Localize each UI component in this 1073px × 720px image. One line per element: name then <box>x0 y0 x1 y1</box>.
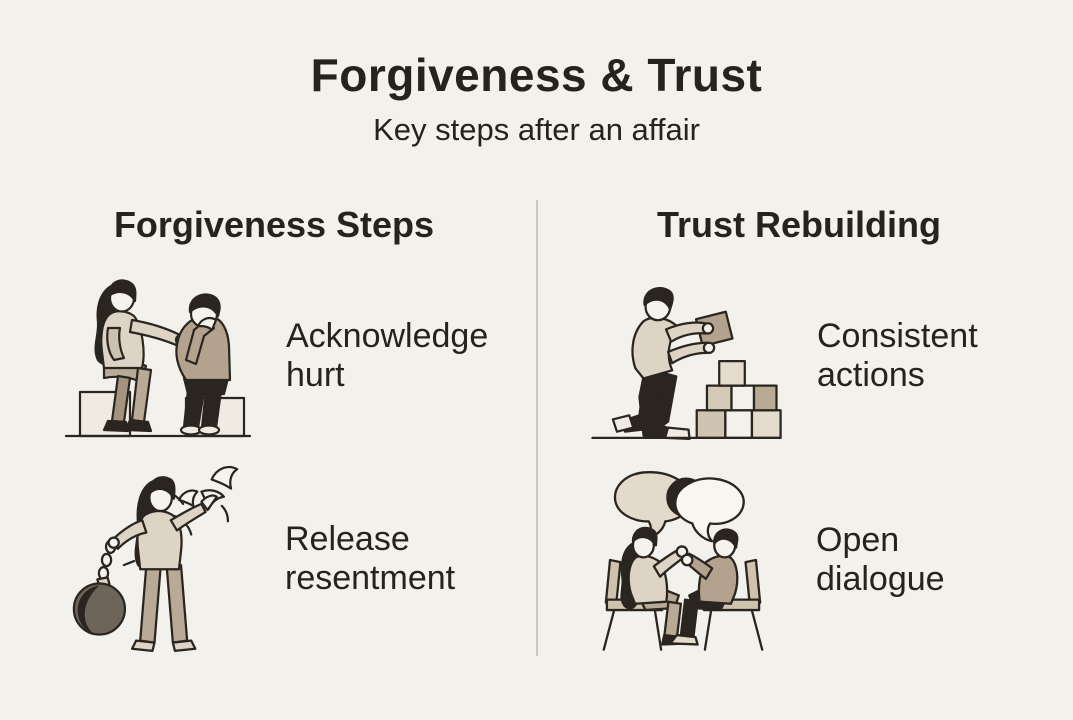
speech-bubbles-icon <box>613 471 745 543</box>
block-pyramid-icon <box>694 310 782 439</box>
doves-icon <box>177 465 239 511</box>
step-acknowledge-hurt: Acknowledge hurt <box>58 268 518 444</box>
page-subtitle: Key steps after an affair <box>373 112 700 147</box>
woman-releasing-ball-and-chain-illustration <box>52 459 257 659</box>
column-divider <box>536 200 538 656</box>
step-label-consistent-actions: Consistent actions <box>817 316 978 394</box>
step-label-open-dialogue: Open dialogue <box>816 520 945 598</box>
step-open-dialogue: Open dialogue <box>578 460 1044 660</box>
release-svg <box>72 465 239 652</box>
step-release-resentment: Release resentment <box>52 458 518 660</box>
step-consistent-actions: Consistent actions <box>584 266 1044 446</box>
step-label-release-resentment: Release resentment <box>285 519 456 597</box>
dialogue-svg <box>602 471 764 651</box>
step-label-acknowledge-hurt: Acknowledge hurt <box>286 316 489 394</box>
man-stacking-blocks-illustration <box>584 266 789 446</box>
couple-in-dialogue-illustration <box>578 462 788 658</box>
column-heading-trust: Trust Rebuilding <box>657 204 941 245</box>
comforting-couple-svg <box>64 279 252 438</box>
column-heading-forgiveness: Forgiveness Steps <box>113 204 435 245</box>
page-title: Forgiveness & Trust <box>310 49 763 101</box>
comforting-couple-illustration <box>58 268 258 444</box>
stacking-blocks-svg <box>591 287 782 440</box>
